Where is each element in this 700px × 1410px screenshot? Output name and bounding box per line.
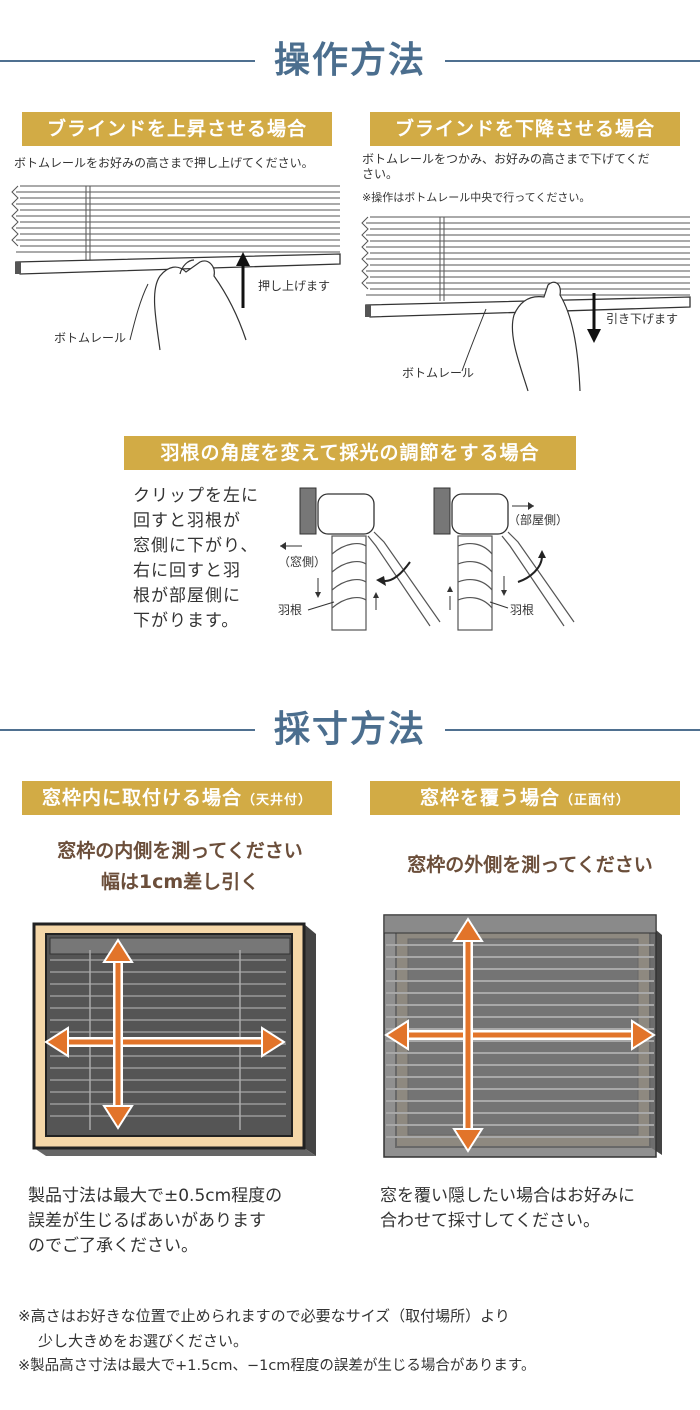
lower-arrow-label: 引き下げます — [606, 312, 678, 326]
outside-heading-sub: （正面付） — [560, 793, 631, 808]
raise-arrow-head — [236, 252, 250, 266]
angle-text-line: 窓側に下がり、 — [133, 536, 259, 556]
inside-note-line: 製品寸法は最大で±0.5cm程度の — [28, 1186, 283, 1206]
outside-note: 窓を覆い隠したい場合はお好みに 合わせて採寸してください。 — [380, 1184, 690, 1234]
section-operation-title: 操作方法 — [0, 36, 700, 86]
window-opening — [45, 933, 293, 1137]
inside-heading-sub: （天井付） — [242, 793, 313, 808]
lower-hand — [511, 281, 581, 392]
raise-arrow-label: 押し上げます — [258, 279, 330, 293]
section-measure-title: 採寸方法 — [0, 705, 700, 755]
inside-heading: 窓枠内に取付ける場合（天井付） — [22, 781, 332, 815]
blade-label-left: 羽根 — [278, 603, 302, 617]
inside-mount-illustration — [32, 922, 316, 1156]
section-title-text: 採寸方法 — [273, 709, 426, 750]
title-rule-left — [0, 60, 255, 62]
raise-rail-pointer — [129, 283, 149, 341]
footer-note-1: ※高さはお好きな位置で止められますので必要なサイズ（取付場所）より — [18, 1307, 510, 1325]
outside-note-line: 窓を覆い隠したい場合はお好みに — [380, 1186, 635, 1206]
angle-text-line: 右に回すと羽 — [133, 561, 241, 581]
outside-note-line: 合わせて採寸してください。 — [380, 1211, 600, 1231]
lower-illustration: 引き下げます ボトムレール — [361, 216, 691, 392]
room-side-label: （部屋側） — [508, 512, 568, 527]
height-arrow — [452, 917, 484, 1153]
raise-rail-cap — [15, 262, 21, 274]
angle-text-line: 根が部屋側に — [133, 586, 241, 606]
angle-heading: 羽根の角度を変えて採光の調節をする場合 — [124, 436, 576, 470]
title-rule-right — [445, 729, 700, 731]
lower-note-line1: ボトムレールをつかみ、お好みの高さまで下げてくだ — [362, 152, 650, 166]
window-side-label: （窓側） — [278, 554, 326, 569]
width-arrow — [384, 1019, 656, 1051]
lower-note2: ※操作はボトムレール中央で行ってください。 — [362, 191, 591, 204]
inside-instruction-line1: 窓枠の内側を測ってください — [57, 840, 303, 862]
lower-rail-pointer — [461, 308, 487, 372]
footer-note-2: 少し大きめをお選びください。 — [38, 1332, 249, 1350]
inside-note: 製品寸法は最大で±0.5cm程度の 誤差が生じるばあいがあります のでご了承くだ… — [28, 1184, 348, 1259]
angle-text-line: 回すと羽根が — [133, 511, 241, 531]
section-title-text: 操作方法 — [273, 40, 426, 81]
angle-text-line: クリップを左に — [133, 486, 259, 506]
lower-note-line2: さい。 — [362, 167, 399, 181]
inside-instruction-line2: 幅は1cm差し引く — [100, 871, 260, 893]
raise-hand — [153, 260, 247, 351]
outside-heading-main: 窓枠を覆う場合 — [419, 787, 560, 809]
title-rule-left — [0, 729, 255, 731]
outside-heading: 窓枠を覆う場合（正面付） — [370, 781, 680, 815]
height-arrow — [102, 938, 134, 1130]
lower-arrow-head — [587, 329, 601, 343]
lower-rail-label: ボトムレール — [402, 366, 474, 380]
angle-text-line: 下がります。 — [133, 611, 240, 631]
angle-illustration: （窓側） 羽根 （部屋側） 羽根 — [278, 487, 575, 631]
outside-mount-illustration — [383, 914, 662, 1158]
lower-heading: ブラインドを下降させる場合 — [370, 112, 680, 146]
blade-label-right: 羽根 — [510, 603, 534, 617]
inside-heading-main: 窓枠内に取付ける場合 — [41, 787, 242, 809]
lower-note: ボトムレールをつかみ、お好みの高さまで下げてくだ さい。 — [362, 152, 692, 182]
raise-note: ボトムレールをお好みの高さまで押し上げてください。 — [14, 156, 314, 170]
angle-description: クリップを左に 回すと羽根が 窓側に下がり、 右に回すと羽 根が部屋側に 下がり… — [133, 484, 273, 634]
outside-instruction: 窓枠の外側を測ってください — [407, 854, 653, 876]
raise-rail-label: ボトムレール — [54, 331, 126, 345]
inside-note-line: のでご了承ください。 — [28, 1236, 198, 1256]
inside-instruction: 窓枠の内側を測ってください 幅は1cm差し引く — [10, 836, 350, 898]
width-arrow — [44, 1026, 286, 1058]
raise-heading: ブラインドを上昇させる場合 — [22, 112, 332, 146]
footer-note-3: ※製品高さ寸法は最大で+1.5cm、−1cm程度の誤差が生じる場合があります。 — [18, 1358, 536, 1374]
raise-illustration: 押し上げます ボトムレール — [11, 185, 341, 351]
title-rule-right — [445, 60, 700, 62]
inside-note-line: 誤差が生じるばあいがあります — [28, 1211, 266, 1231]
